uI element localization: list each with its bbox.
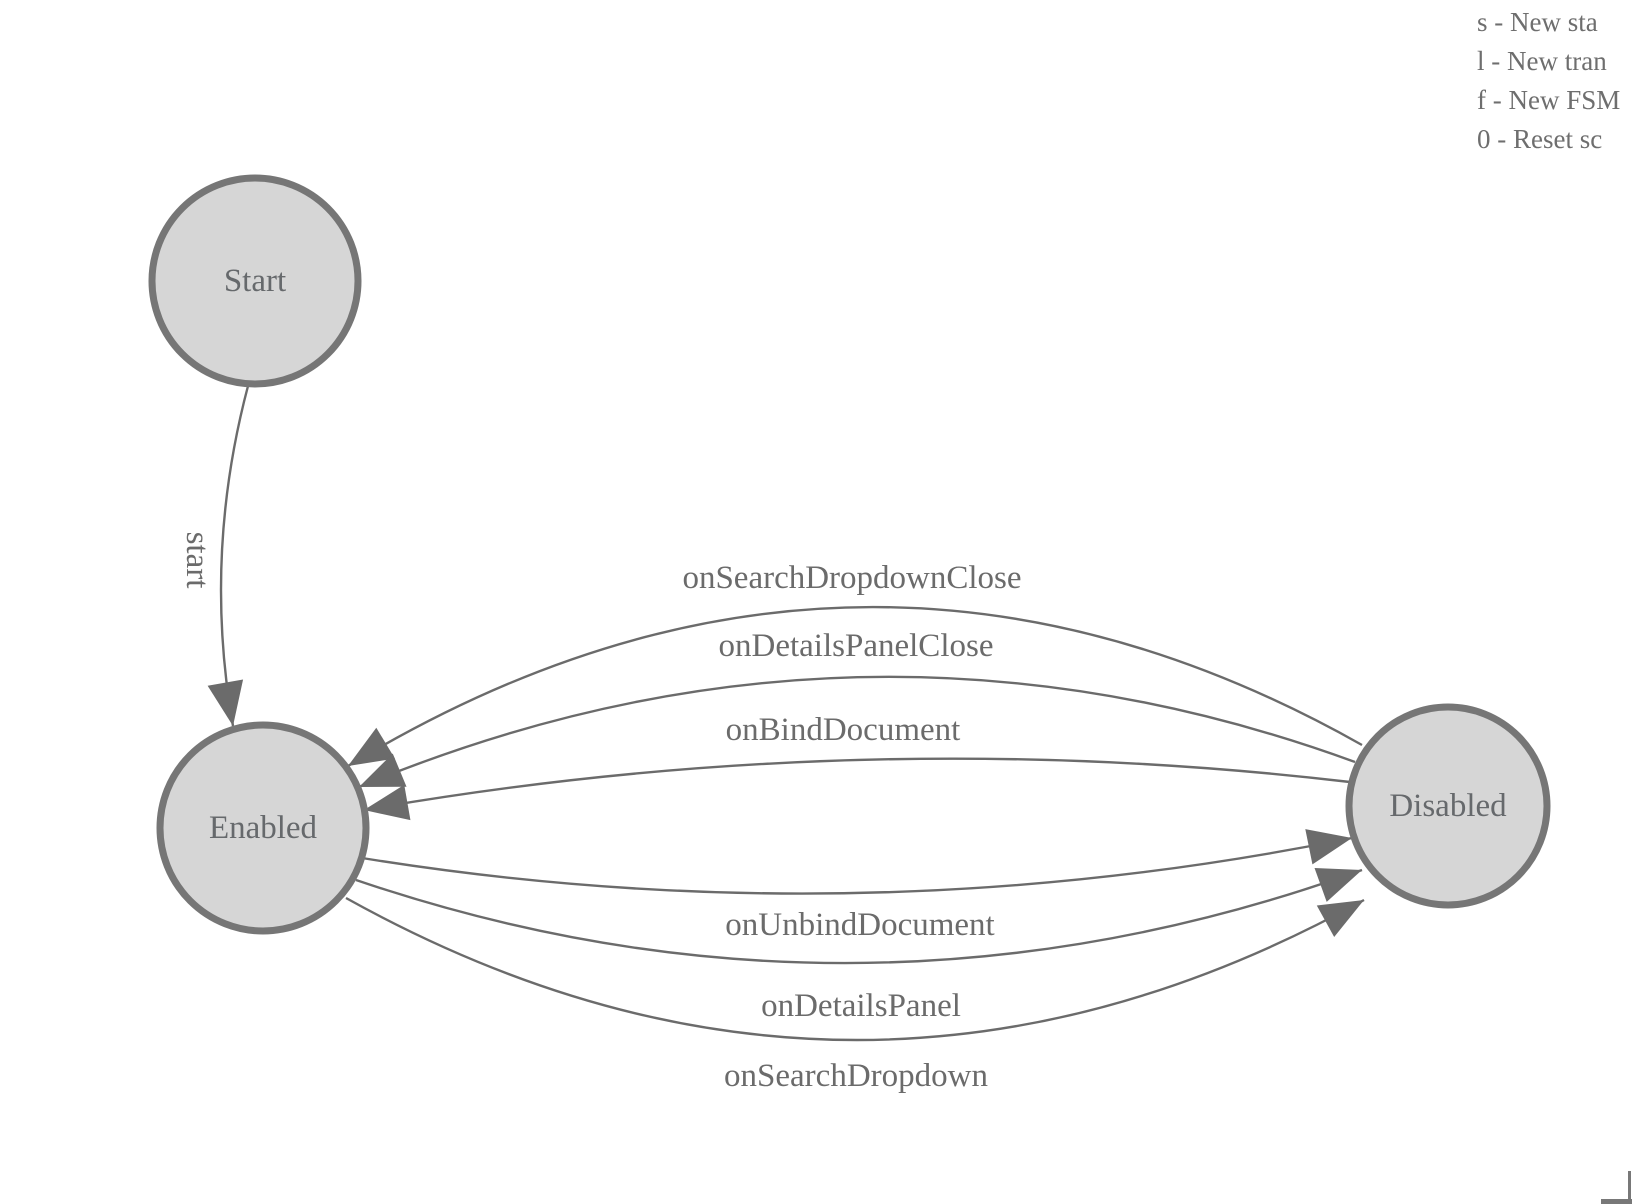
edge-onbinddocument[interactable]: onBindDocument [363,712,1351,821]
edge-onunbinddocument-path[interactable] [361,829,1353,895]
edge-onsearchdropdown-path[interactable] [345,896,1365,1042]
state-node-start[interactable]: Start [148,174,362,388]
edge-ondetailspanelclose-label[interactable]: onDetailsPanelClose [719,628,994,664]
edge-ondetailspanel[interactable]: onDetailsPanel [355,867,1363,1024]
edge-ondetailspanel-path[interactable] [355,867,1363,965]
edge-ondetailspanelclose[interactable]: onDetailsPanelClose [358,628,1356,789]
state-node-disabled[interactable]: Disabled [1345,703,1551,909]
edge-start[interactable]: start [179,385,250,727]
edge-ondetailspanel-label[interactable]: onDetailsPanel [761,988,961,1024]
edge-onsearchdropdown[interactable]: onSearchDropdown [345,896,1365,1094]
state-node-disabled-circle[interactable] [1345,703,1551,909]
state-node-start-label: Start [224,263,286,299]
canvas-corner-vertical-line [1628,1171,1631,1204]
shortcuts-legend: s - New sta l - New tran f - New FSM 0 -… [1477,3,1620,159]
edge-onsearchdropdown-label[interactable]: onSearchDropdown [724,1058,988,1094]
edge-ondetailspanelclose-path[interactable] [358,675,1356,789]
edge-onbinddocument-path[interactable] [363,757,1351,821]
legend-line-new-fsm: f - New FSM [1477,85,1621,115]
edge-onunbinddocument-label[interactable]: onUnbindDocument [725,907,994,943]
edge-start-path[interactable] [207,385,250,727]
legend-line-reset: 0 - Reset sc [1477,124,1603,154]
state-node-enabled-circle[interactable] [156,721,370,935]
edge-onsearchdropdownclose-label[interactable]: onSearchDropdownClose [682,560,1021,596]
legend-line-new-transition: l - New tran [1477,46,1607,76]
edge-onbinddocument-label[interactable]: onBindDocument [726,712,961,748]
state-node-enabled-label: Enabled [209,810,318,846]
edge-onsearchdropdownclose[interactable]: onSearchDropdownClose [347,560,1363,768]
state-node-disabled-label: Disabled [1389,788,1507,824]
edge-onsearchdropdownclose-path[interactable] [347,605,1363,768]
canvas-corner-horizontal-line [1601,1199,1632,1204]
edge-start-label[interactable]: start [179,532,215,589]
state-node-enabled[interactable]: Enabled [156,721,370,935]
legend-line-new-state: s - New sta [1477,7,1598,37]
state-node-start-circle[interactable] [148,174,362,388]
edge-onunbinddocument[interactable]: onUnbindDocument [361,829,1353,943]
